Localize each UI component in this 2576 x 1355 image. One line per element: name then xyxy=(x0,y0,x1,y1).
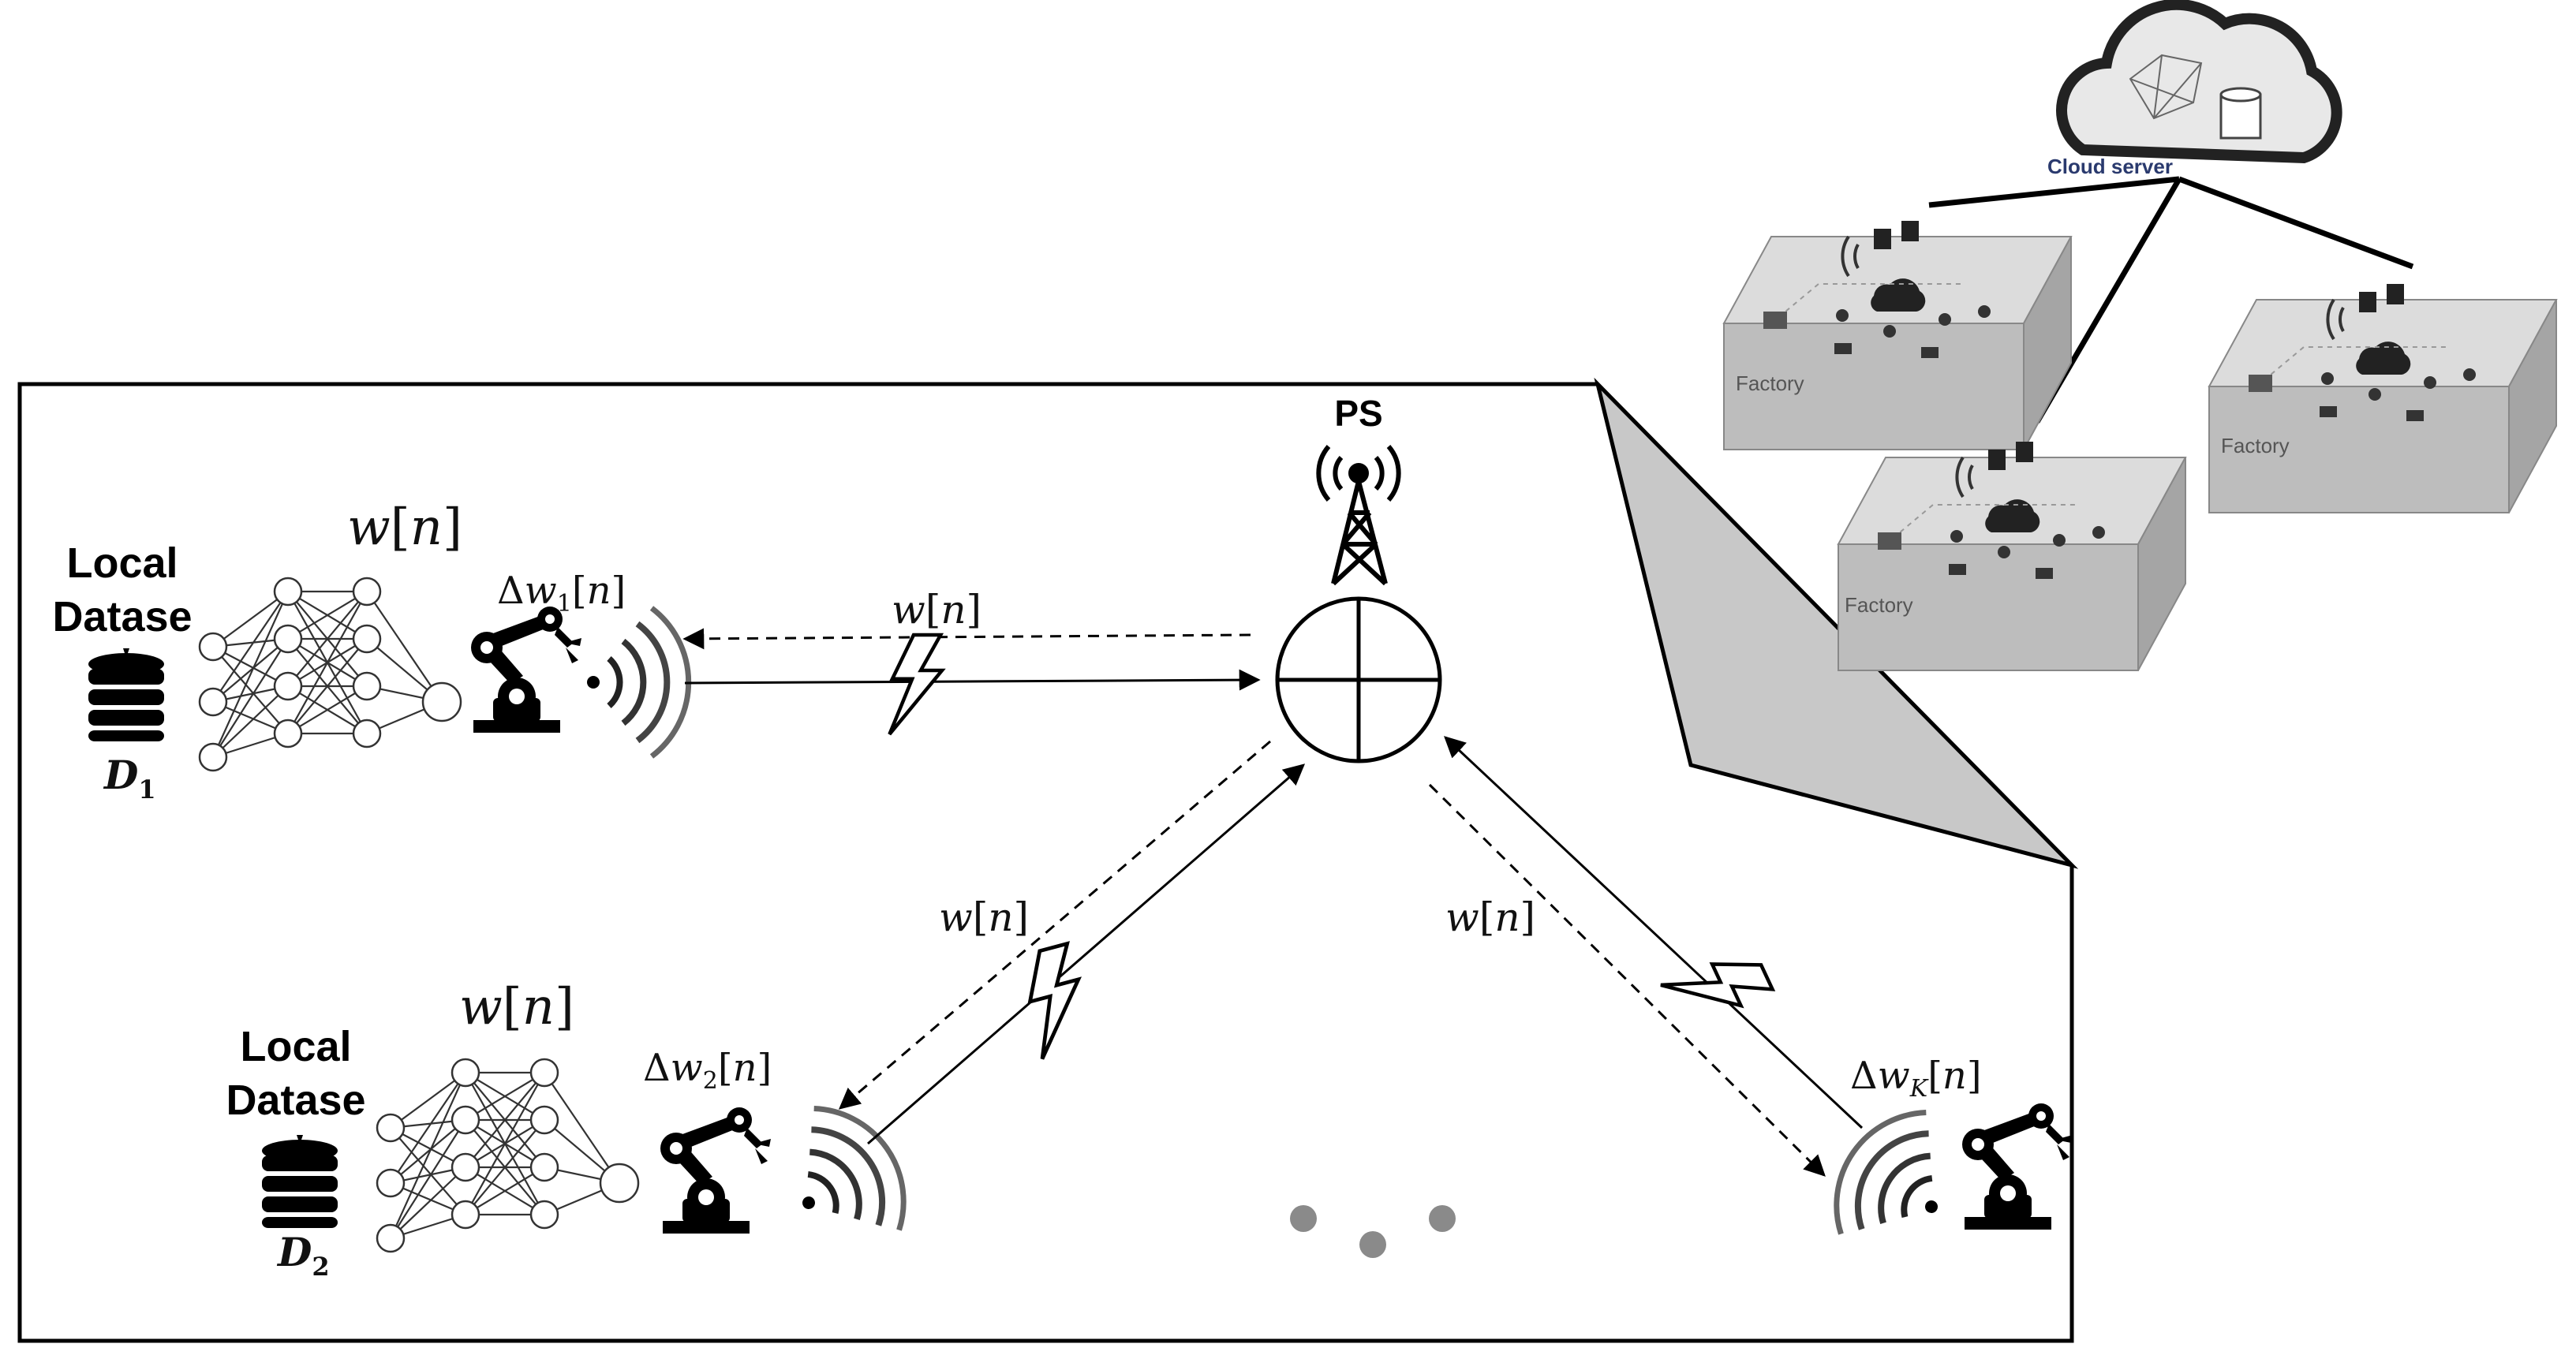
aggregation-node xyxy=(1275,596,1442,763)
factory-icon xyxy=(2208,282,2558,514)
downlink-arrow xyxy=(1428,783,1826,1177)
factory-icon xyxy=(1722,219,2073,451)
update-label: ΔwK[n] xyxy=(1850,1054,1982,1103)
factory-icon xyxy=(1837,440,2187,672)
cloud-brain-icon xyxy=(2056,0,2342,164)
zoom-callout xyxy=(1594,377,2079,869)
database-icon xyxy=(262,1135,338,1228)
robot-arm-icon xyxy=(471,607,581,733)
main-frame xyxy=(17,382,2074,1343)
downlink-label: w[n] xyxy=(939,894,1029,940)
neural-network-icon xyxy=(198,577,462,772)
wireless-signal-icon xyxy=(587,608,689,756)
dataset-symbol: D2 xyxy=(276,1229,330,1282)
ps-label: PS xyxy=(1334,393,1382,434)
dataset-label-line2: Datase xyxy=(226,1077,365,1124)
cloud-server-label: Cloud server xyxy=(2047,155,2173,178)
downlink-label: w[n] xyxy=(892,587,981,633)
more-devices-dots xyxy=(1290,1205,1456,1258)
uplink-arrow xyxy=(867,763,1306,1145)
robot-arm-icon xyxy=(1962,1103,2073,1230)
dataset-symbol: D1 xyxy=(103,752,156,804)
uplink-arrow xyxy=(684,669,1261,691)
wireless-signal-icon xyxy=(1811,1092,1979,1271)
database-icon xyxy=(88,648,164,741)
robot-arm-icon xyxy=(660,1107,771,1234)
antenna-tower-icon xyxy=(1316,445,1401,586)
dataset-label-line1: Local xyxy=(240,1023,351,1070)
dataset-label-line1: Local xyxy=(66,539,178,587)
factory-label: Factory xyxy=(1845,593,1913,617)
downlink-label: w[n] xyxy=(1445,894,1535,940)
update-label: Δw2[n] xyxy=(643,1046,772,1095)
uplink-arrow xyxy=(1444,736,1864,1129)
downlink-arrow xyxy=(838,740,1271,1110)
factory-label: Factory xyxy=(1736,371,1804,395)
lightning-icon xyxy=(889,635,942,734)
dataset-label-line2: Datase xyxy=(52,593,192,640)
model-label: w[n] xyxy=(347,498,462,557)
downlink-arrow xyxy=(682,628,1251,650)
neural-network-icon xyxy=(376,1058,640,1253)
model-label: w[n] xyxy=(459,978,574,1036)
lightning-icon xyxy=(1015,943,1096,1059)
factory-label: Factory xyxy=(2221,434,2290,457)
wireless-signal-icon xyxy=(761,1088,929,1267)
update-label: ΔΔww1[n] xyxy=(497,569,626,618)
